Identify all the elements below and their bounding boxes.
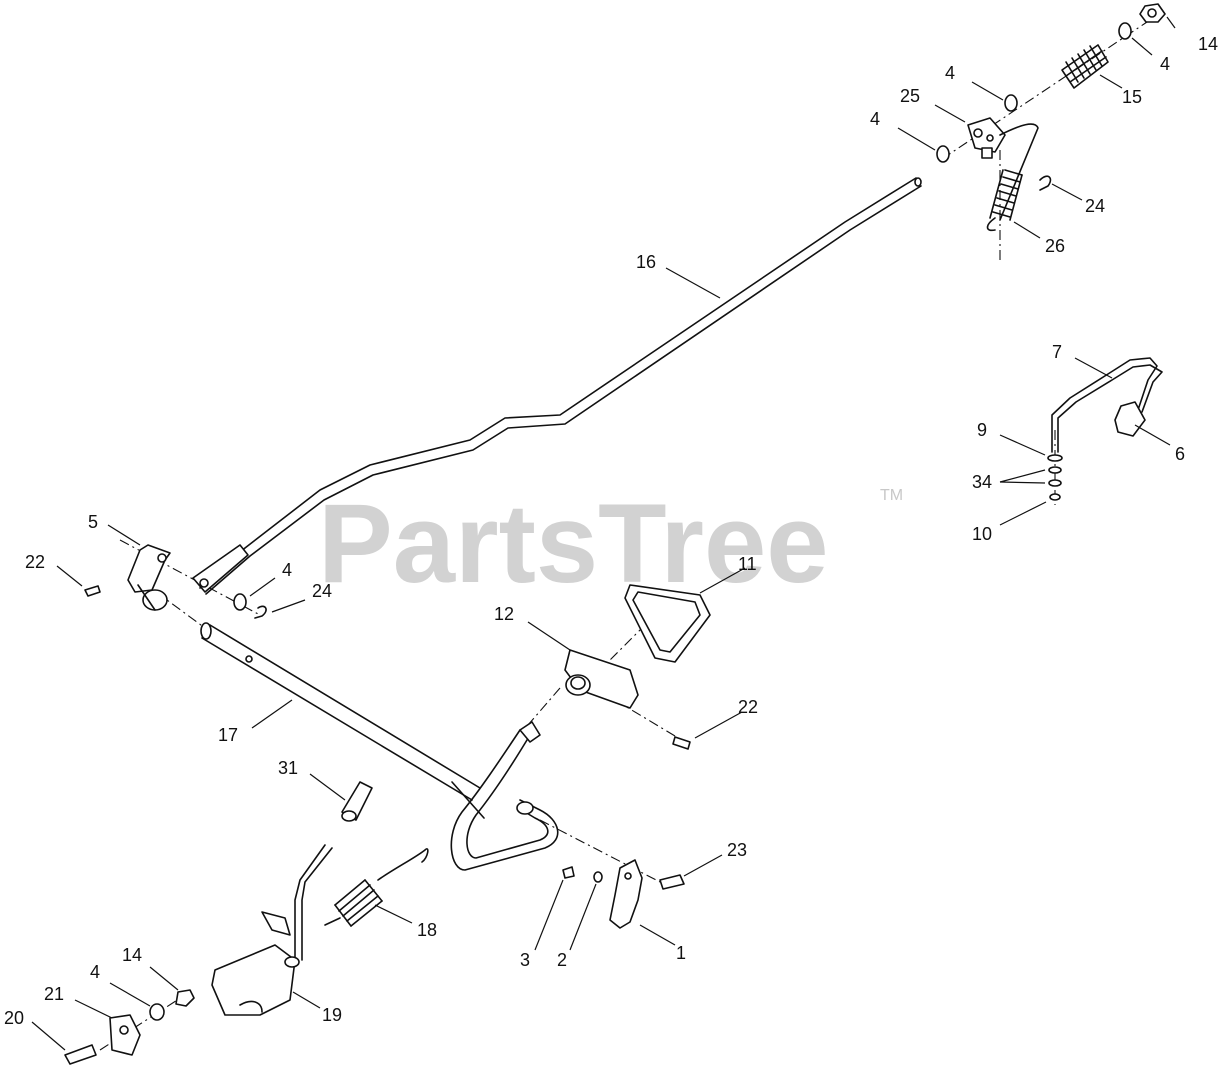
pedal-frame: [450, 721, 559, 871]
callout-4: 4: [282, 560, 292, 580]
callout-25: 25: [900, 86, 920, 106]
callout-7: 7: [1052, 342, 1062, 362]
callout-22: 22: [738, 697, 758, 717]
callout-31: 31: [278, 758, 298, 778]
callout-21: 21: [44, 984, 64, 1004]
pedal-part-1: [562, 859, 685, 929]
callout-11: 11: [738, 554, 757, 574]
control-rod-part-16: [192, 177, 922, 595]
pedal-shaft-part-17: [200, 622, 481, 801]
callout-15: 15: [1122, 87, 1142, 107]
callout-34: 34: [972, 472, 992, 492]
callout-18: 18: [417, 920, 437, 940]
callout-14: 14: [122, 945, 142, 965]
callout-24: 24: [1085, 196, 1105, 216]
grip-part-31: [341, 781, 373, 822]
spring-part-18: [324, 848, 429, 927]
callout-16: 16: [636, 252, 656, 272]
callout-23: 23: [727, 840, 747, 860]
callout-4: 4: [1160, 54, 1170, 74]
pedal-rubber-part-11: [624, 584, 711, 663]
callout-3: 3: [520, 950, 530, 970]
spring-bracket-assembly: [936, 3, 1166, 232]
pin-part-22-right: [672, 736, 691, 750]
callout-4: 4: [945, 63, 955, 83]
callout-1: 1: [676, 943, 686, 963]
pedal-pad-part-12: [564, 649, 639, 709]
callout-9: 9: [977, 420, 987, 440]
pivot-arm-part-5: [84, 544, 267, 619]
leader-lines: [31, 16, 1176, 1051]
plate-part-19: [211, 944, 300, 1016]
watermark-text: PartsTree: [318, 481, 829, 606]
callout-4: 4: [870, 109, 880, 129]
callout-2: 2: [557, 950, 567, 970]
callout-labels: 14 4 15 4 25 4 24 26 16 7 9 6 34 10 5 22…: [4, 34, 1218, 1028]
bracket-part-21: [64, 989, 195, 1065]
callout-24: 24: [312, 581, 332, 601]
callout-5: 5: [88, 512, 98, 532]
callout-17: 17: [218, 725, 238, 745]
callout-20: 20: [4, 1008, 24, 1028]
callout-26: 26: [1045, 236, 1065, 256]
callout-10: 10: [972, 524, 992, 544]
callout-22: 22: [25, 552, 45, 572]
callout-4: 4: [90, 962, 100, 982]
watermark-trademark: TM: [880, 487, 903, 504]
lever-assembly-part-7: [1047, 357, 1163, 501]
callout-19: 19: [322, 1005, 342, 1025]
callout-6: 6: [1175, 444, 1185, 464]
brake-lever: [261, 844, 333, 961]
callout-12: 12: [494, 604, 514, 624]
callout-14: 14: [1198, 34, 1218, 54]
